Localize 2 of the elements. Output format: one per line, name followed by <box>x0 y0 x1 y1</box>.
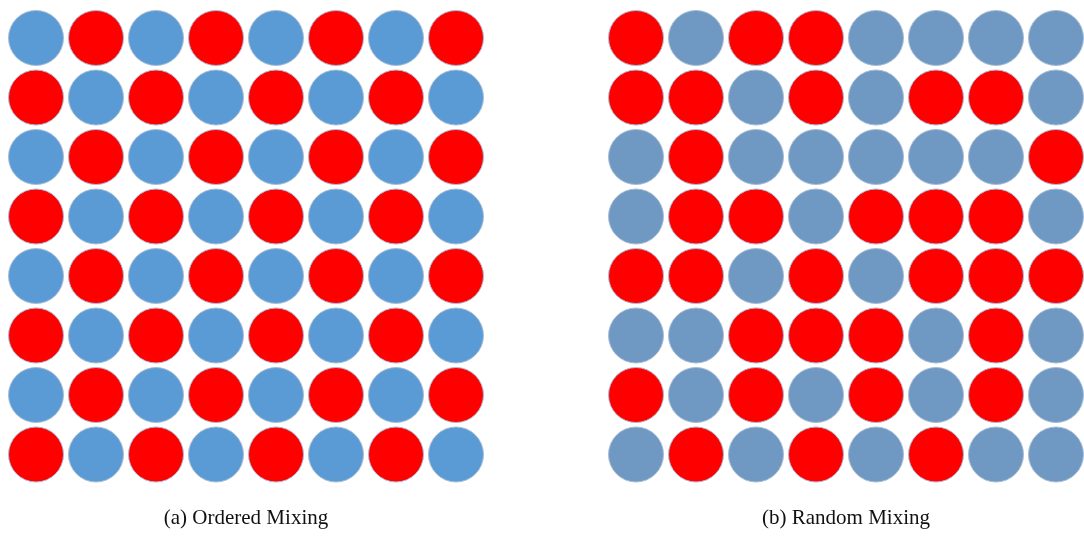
figure-caption: (a) Ordered Mixing <box>163 505 329 530</box>
figure-caption: (b) Random Mixing <box>762 505 930 530</box>
